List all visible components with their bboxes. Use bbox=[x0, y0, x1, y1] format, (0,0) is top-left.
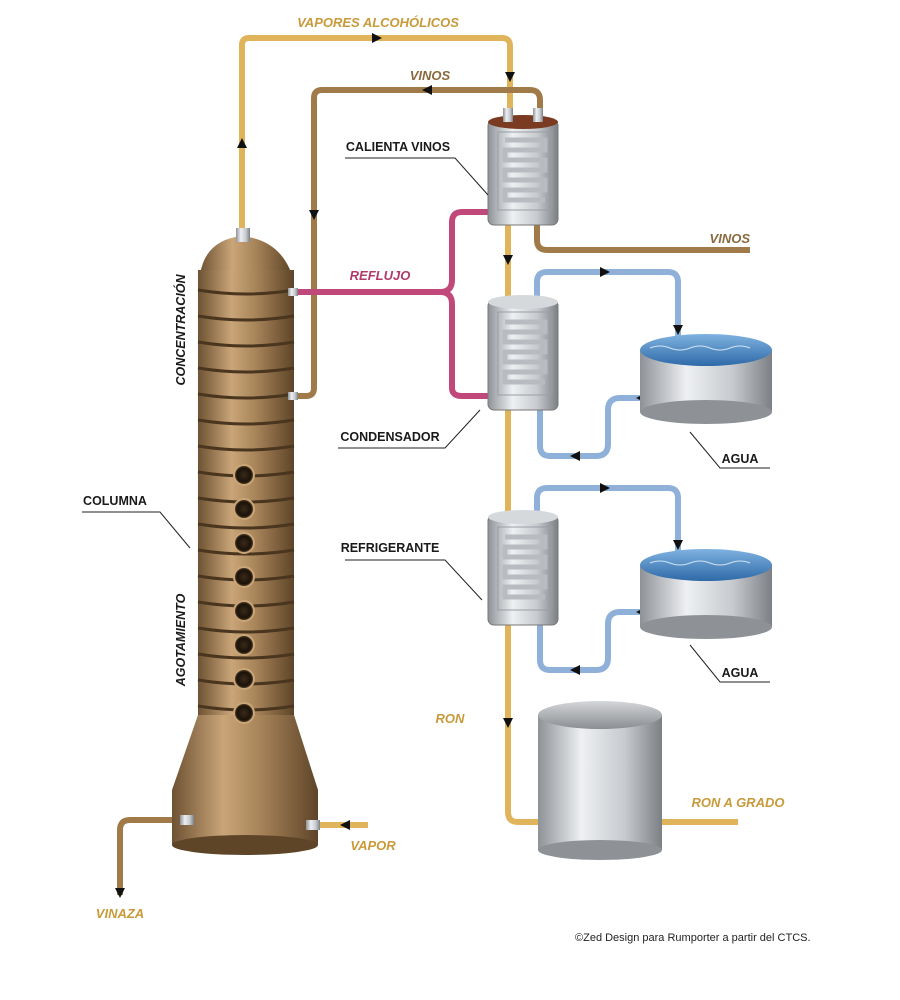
column-ring bbox=[197, 366, 295, 374]
label-vinos-right: VINOS bbox=[710, 231, 751, 246]
ron-pipe bbox=[505, 225, 540, 825]
column-port bbox=[233, 464, 255, 486]
column-port bbox=[233, 532, 255, 554]
ron-tank bbox=[538, 701, 662, 860]
column-ring bbox=[197, 522, 295, 530]
column-port bbox=[233, 668, 255, 690]
column-port bbox=[233, 566, 255, 588]
column bbox=[172, 228, 320, 855]
column-ring bbox=[197, 418, 295, 426]
column-ring bbox=[197, 288, 295, 296]
label-reflujo: REFLUJO bbox=[350, 268, 411, 283]
wine-return-pipe bbox=[296, 87, 543, 399]
column-ring bbox=[197, 314, 295, 322]
credit-text: ©Zed Design para Rumporter a partir del … bbox=[575, 932, 811, 944]
reflux-pipe bbox=[296, 209, 488, 399]
calienta-vinos-unit bbox=[487, 108, 559, 226]
column-ring bbox=[197, 392, 295, 400]
label-calienta-vinos: CALIENTA VINOS bbox=[346, 140, 450, 154]
wine-inlet-pipe bbox=[534, 218, 750, 253]
refrigerante-unit bbox=[487, 510, 559, 626]
label-agua-2: AGUA bbox=[722, 666, 759, 680]
water-tank-1 bbox=[640, 334, 772, 424]
label-concentracion: CONCENTRACIÓN bbox=[173, 273, 188, 385]
column-ring bbox=[197, 444, 295, 452]
column-port bbox=[233, 498, 255, 520]
label-ron: RON bbox=[436, 711, 466, 726]
label-vapor: VAPOR bbox=[350, 838, 396, 853]
leader-lines bbox=[82, 157, 770, 683]
column-port bbox=[233, 634, 255, 656]
water-tank-2 bbox=[640, 549, 772, 639]
column-port bbox=[233, 600, 255, 622]
column-ring bbox=[197, 626, 295, 634]
column-ring bbox=[197, 548, 295, 556]
column-ring bbox=[197, 340, 295, 348]
vinasse-pipe bbox=[117, 817, 180, 895]
label-ron-a-grado: RON A GRADO bbox=[692, 795, 785, 810]
condensador-unit bbox=[487, 295, 559, 411]
vapor-pipe bbox=[239, 35, 513, 235]
label-vinos-top: VINOS bbox=[410, 68, 451, 83]
label-refrigerante: REFRIGERANTE bbox=[341, 541, 440, 555]
label-agua-1: AGUA bbox=[722, 452, 759, 466]
column-port bbox=[233, 702, 255, 724]
column-ring bbox=[197, 652, 295, 660]
label-vinaza: VINAZA bbox=[96, 906, 144, 921]
label-condensador: CONDENSADOR bbox=[340, 430, 439, 444]
label-columna: COLUMNA bbox=[83, 494, 147, 508]
label-agotamiento: AGOTAMIENTO bbox=[174, 593, 188, 687]
label-vapores-alcoholicos: VAPORES ALCOHÓLICOS bbox=[297, 15, 459, 30]
